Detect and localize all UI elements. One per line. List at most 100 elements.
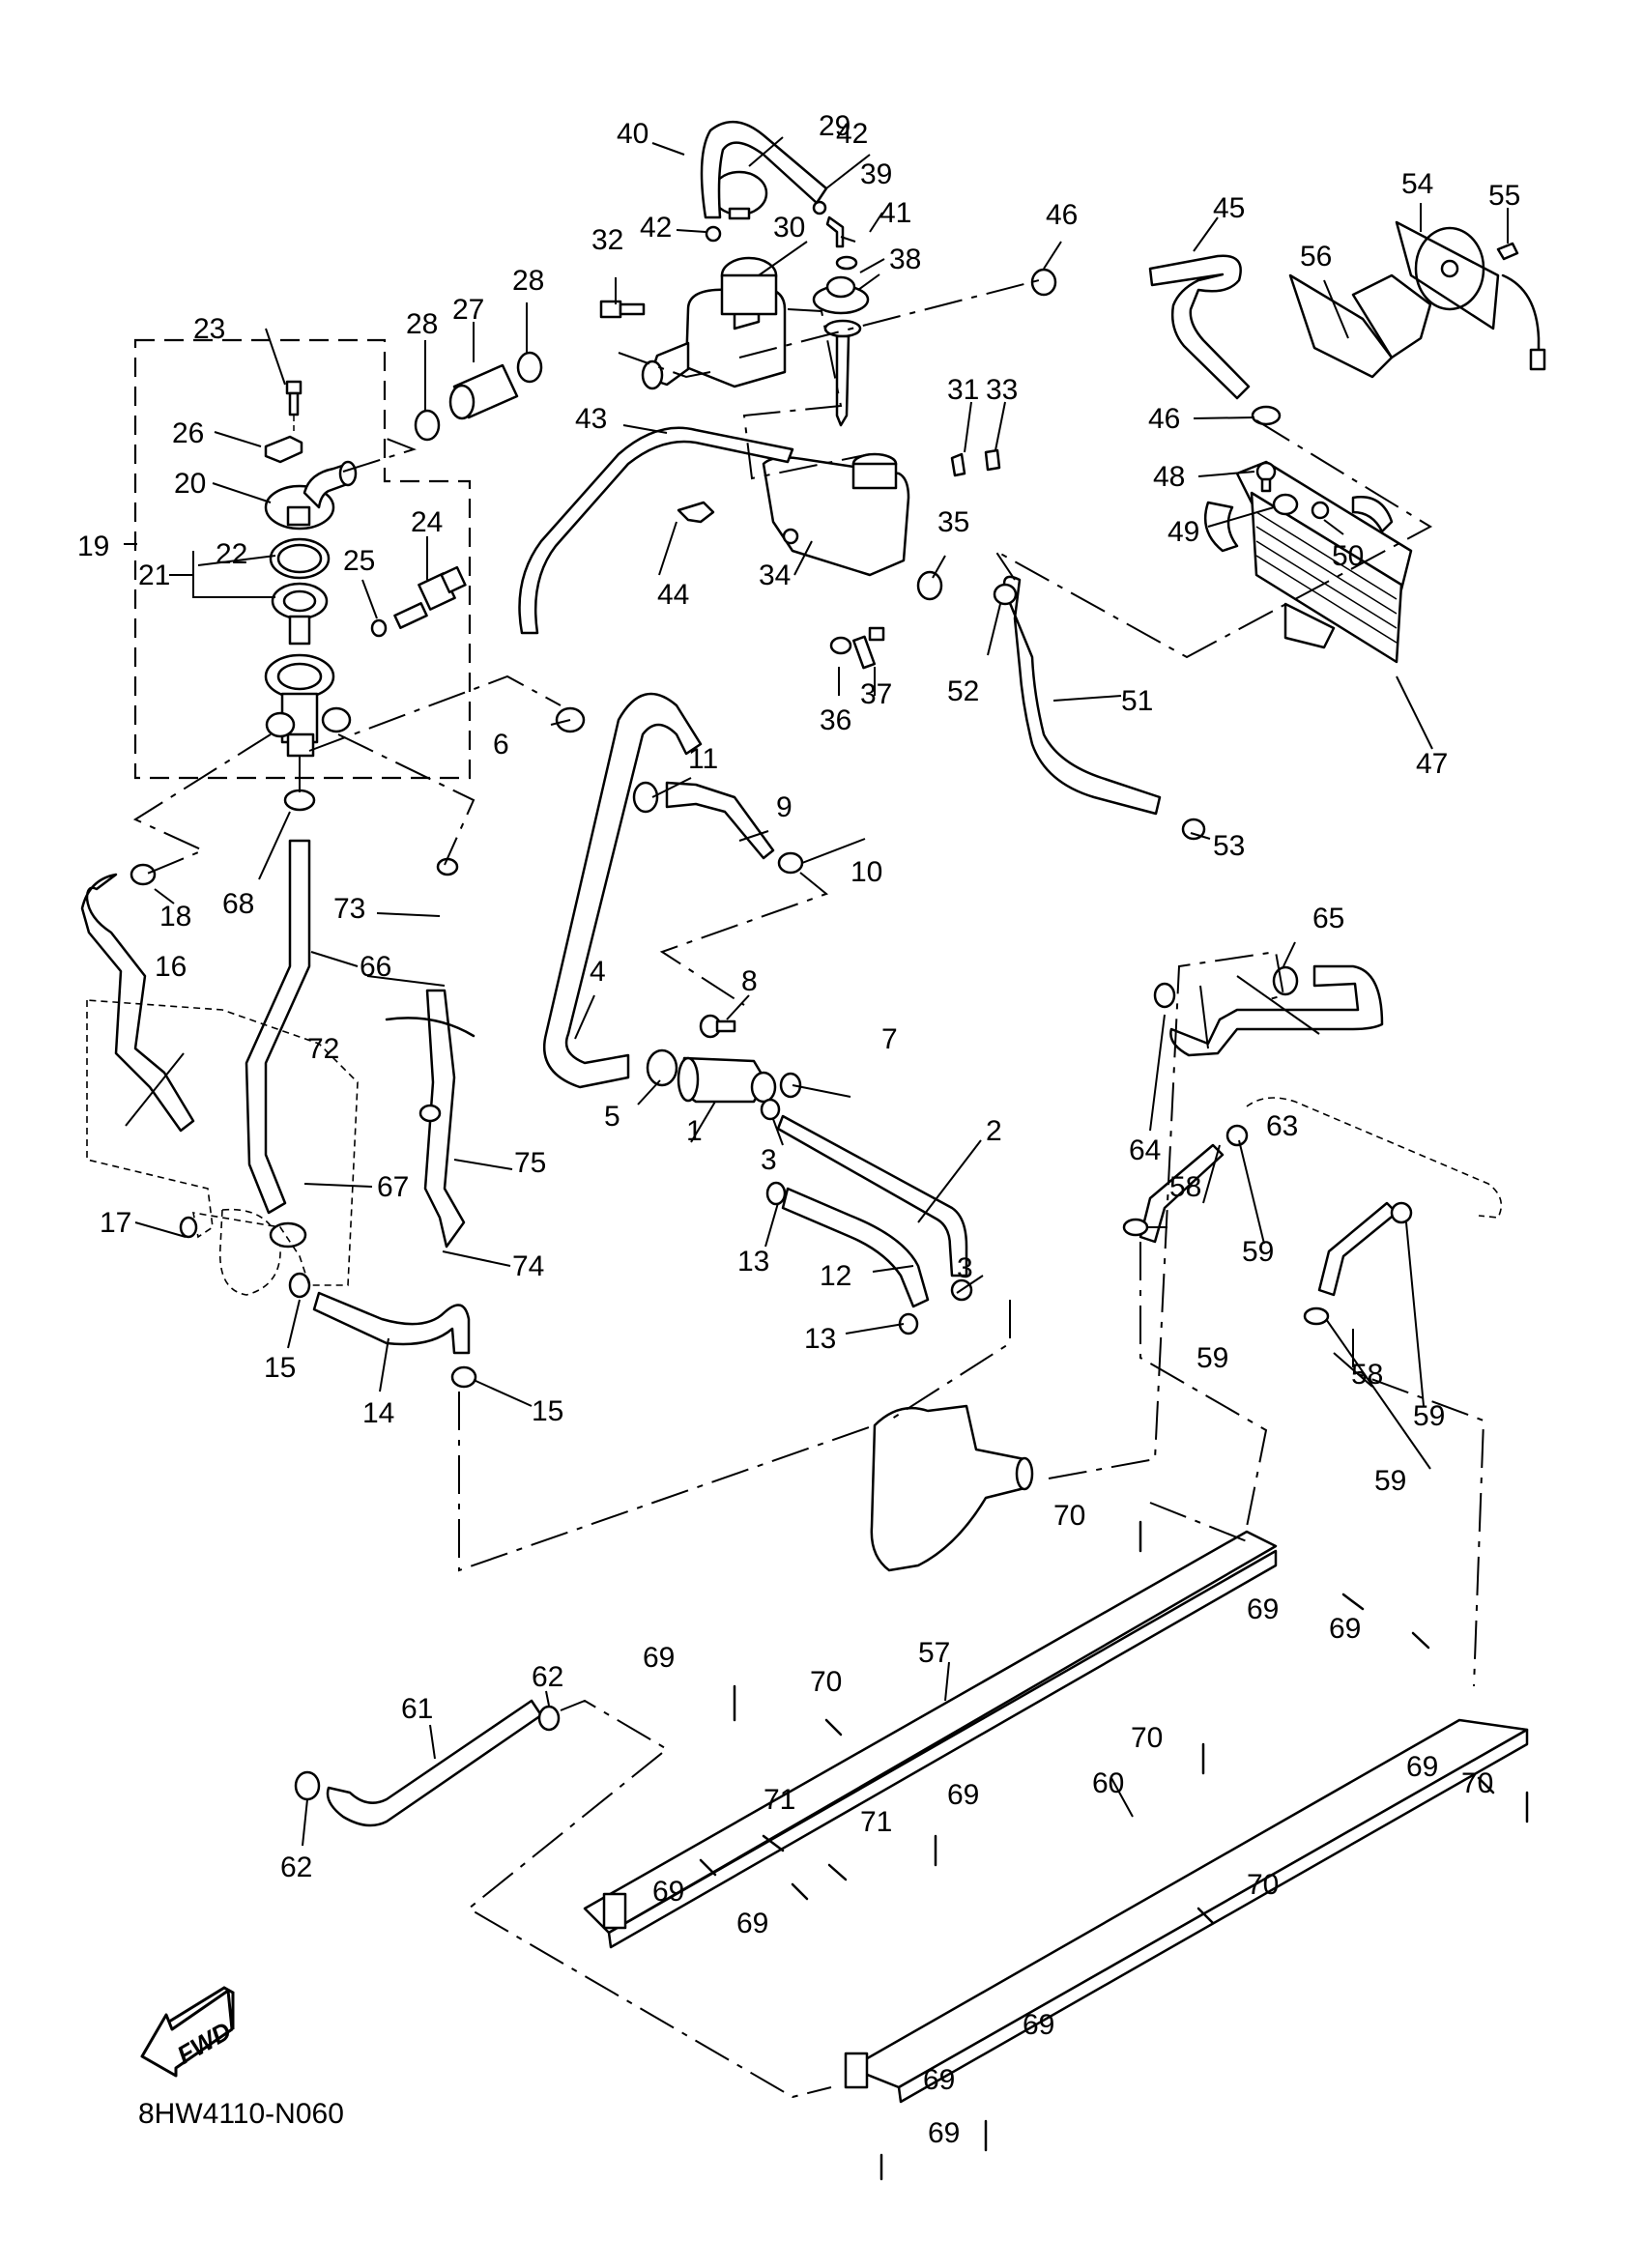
bolt-55[interactable]: [1496, 242, 1519, 261]
callout-32: 32: [591, 224, 623, 256]
clamp-73[interactable]: [436, 857, 459, 876]
callout-72: 72: [307, 1033, 339, 1065]
clamp-59-b[interactable]: [1122, 1218, 1149, 1237]
callout-59: 59: [1413, 1400, 1445, 1432]
hose-58-left[interactable]: [1139, 1143, 1225, 1244]
o-ring-25[interactable]: [370, 618, 388, 638]
hose-39[interactable]: [825, 215, 845, 248]
clamp-64[interactable]: [1153, 982, 1176, 1009]
clamp-10[interactable]: [777, 851, 804, 875]
clamp-5[interactable]: [646, 1048, 678, 1087]
reservoir-tank-upper[interactable]: [641, 256, 787, 390]
clamp-28-right[interactable]: [516, 351, 543, 384]
hose-45[interactable]: [1148, 254, 1251, 400]
callout-15: 15: [264, 1352, 296, 1384]
thermostat-housing[interactable]: [264, 653, 352, 758]
hose-27[interactable]: [448, 363, 519, 420]
clamp-15-right[interactable]: [450, 1365, 477, 1389]
clip-42-right[interactable]: [812, 200, 827, 215]
clip-41[interactable]: [835, 255, 858, 271]
hose-51[interactable]: [1002, 575, 1162, 816]
clamp-59-c[interactable]: [1390, 1201, 1413, 1224]
clamp-17[interactable]: [179, 1216, 198, 1239]
clamp-59-d[interactable]: [1303, 1306, 1330, 1326]
clamp-46-upper[interactable]: [1030, 268, 1057, 297]
hose-66[interactable]: [245, 839, 311, 1215]
pipe-57[interactable]: [583, 1530, 1278, 1949]
clamp-67[interactable]: [269, 1221, 307, 1249]
clamp-59-a[interactable]: [1225, 1124, 1249, 1147]
callout-70: 70: [810, 1666, 842, 1698]
o-ring-7[interactable]: [779, 1072, 802, 1099]
clamp-15-left[interactable]: [288, 1272, 311, 1299]
clamp-18[interactable]: [130, 863, 157, 886]
valve-38[interactable]: [812, 275, 870, 427]
callout-62: 62: [280, 1852, 312, 1883]
clamp-62-left[interactable]: [294, 1770, 321, 1801]
clamp-11[interactable]: [632, 781, 659, 814]
hose-61[interactable]: [326, 1699, 543, 1827]
clamp-13-upper[interactable]: [765, 1181, 787, 1206]
clamp-3-upper[interactable]: [760, 1098, 781, 1121]
callout-51: 51: [1121, 685, 1153, 717]
callout-38: 38: [889, 244, 921, 275]
grommet-36[interactable]: [829, 636, 852, 655]
callout-59: 59: [1196, 1342, 1228, 1374]
gasket-22[interactable]: [269, 537, 331, 580]
hose-4[interactable]: [543, 692, 703, 1089]
clamp-65[interactable]: [1272, 965, 1299, 996]
clamp-52[interactable]: [993, 583, 1018, 606]
clamp-26[interactable]: [264, 435, 303, 464]
callout-53: 53: [1213, 830, 1245, 862]
callout-63: 63: [1266, 1110, 1298, 1142]
radiator-47[interactable]: [1203, 460, 1413, 664]
collar-35[interactable]: [916, 570, 943, 601]
bolt-37[interactable]: [851, 626, 885, 670]
thermostat-21[interactable]: [271, 582, 329, 646]
pipe-1[interactable]: [677, 1056, 777, 1104]
callout-19: 19: [77, 531, 109, 562]
clip-42-left[interactable]: [705, 225, 722, 243]
hose-63[interactable]: [1169, 964, 1384, 1057]
oil-cooler-ghost: [218, 1208, 281, 1296]
bolt-48[interactable]: [1255, 461, 1277, 493]
diagram-code: 8HW4110-N060: [138, 2098, 344, 2130]
hose-58-right[interactable]: [1317, 1201, 1398, 1297]
callout-68: 68: [222, 888, 254, 920]
hose-9[interactable]: [665, 781, 775, 860]
clamp-46-lower[interactable]: [1251, 405, 1282, 426]
hose-2[interactable]: [776, 1114, 968, 1278]
callout-34: 34: [759, 560, 791, 591]
clip-75[interactable]: [385, 1017, 476, 1038]
bolt-23[interactable]: [285, 380, 303, 435]
callout-70: 70: [1247, 1869, 1279, 1901]
hose-43[interactable]: [518, 426, 794, 635]
clamp-28-left[interactable]: [414, 409, 441, 442]
bolt-32[interactable]: [599, 300, 646, 319]
hose-16[interactable]: [80, 873, 195, 1133]
pipe-60[interactable]: [844, 1718, 1529, 2104]
rivet-69: [1477, 1776, 1495, 1794]
grommet-31[interactable]: [950, 452, 966, 477]
clamp-53[interactable]: [1181, 818, 1206, 841]
clamp-62-right[interactable]: [537, 1705, 561, 1732]
nut-33[interactable]: [984, 448, 1001, 472]
hose-14[interactable]: [312, 1291, 471, 1355]
temperature-sensor-24[interactable]: [393, 565, 467, 629]
fan-54[interactable]: [1395, 220, 1546, 371]
shroud-56[interactable]: [1288, 273, 1432, 379]
callout-30: 30: [773, 212, 805, 244]
collar-50[interactable]: [1311, 501, 1330, 520]
bolt-8[interactable]: [699, 1014, 736, 1039]
hose-12[interactable]: [781, 1187, 930, 1308]
clamp-68[interactable]: [283, 789, 316, 812]
water-pump[interactable]: [870, 1404, 1034, 1572]
thermostat-cover[interactable]: [264, 460, 358, 531]
callout-60: 60: [1092, 1767, 1124, 1799]
callout-42: 42: [836, 118, 868, 150]
clamp-74[interactable]: [418, 1104, 442, 1123]
clamp-44[interactable]: [677, 501, 715, 524]
callout-3: 3: [957, 1252, 973, 1284]
hose-72[interactable]: [423, 989, 466, 1249]
grommet-49[interactable]: [1272, 493, 1299, 516]
